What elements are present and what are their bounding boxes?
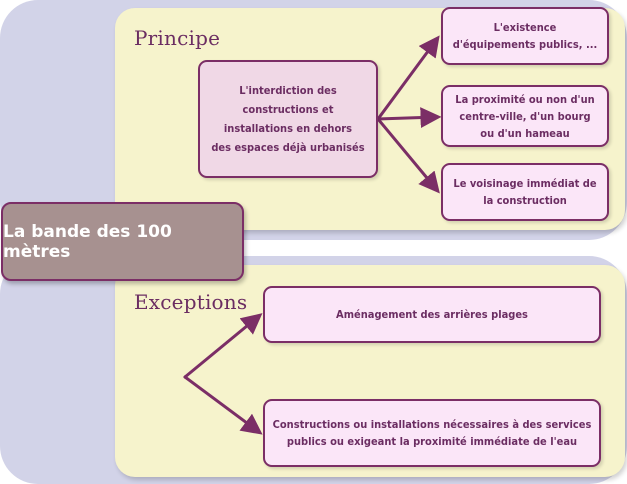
arrow-to-proximite	[376, 107, 442, 129]
exceptions-title: Exceptions	[134, 290, 248, 314]
voisinage-node: Le voisinage immédiat de la construction	[441, 163, 609, 221]
proximite-node: La proximité ou non d'un centre-ville, d…	[441, 85, 609, 147]
main-label: La bande des 100 mètres	[1, 202, 244, 281]
arrow-to-existence	[376, 35, 440, 121]
existence-node: L'existence d'équipements publics, ...	[441, 7, 609, 65]
interdiction-node: L'interdiction des constructions et inst…	[198, 60, 378, 178]
amenagement-node: Aménagement des arrières plages	[263, 286, 601, 343]
principe-title: Principe	[134, 26, 221, 50]
arrow-to-constructions	[183, 375, 263, 435]
constructions-node: Constructions ou installations nécessair…	[263, 399, 601, 467]
arrow-to-voisinage	[376, 117, 440, 194]
arrow-to-amenagement	[183, 313, 263, 379]
